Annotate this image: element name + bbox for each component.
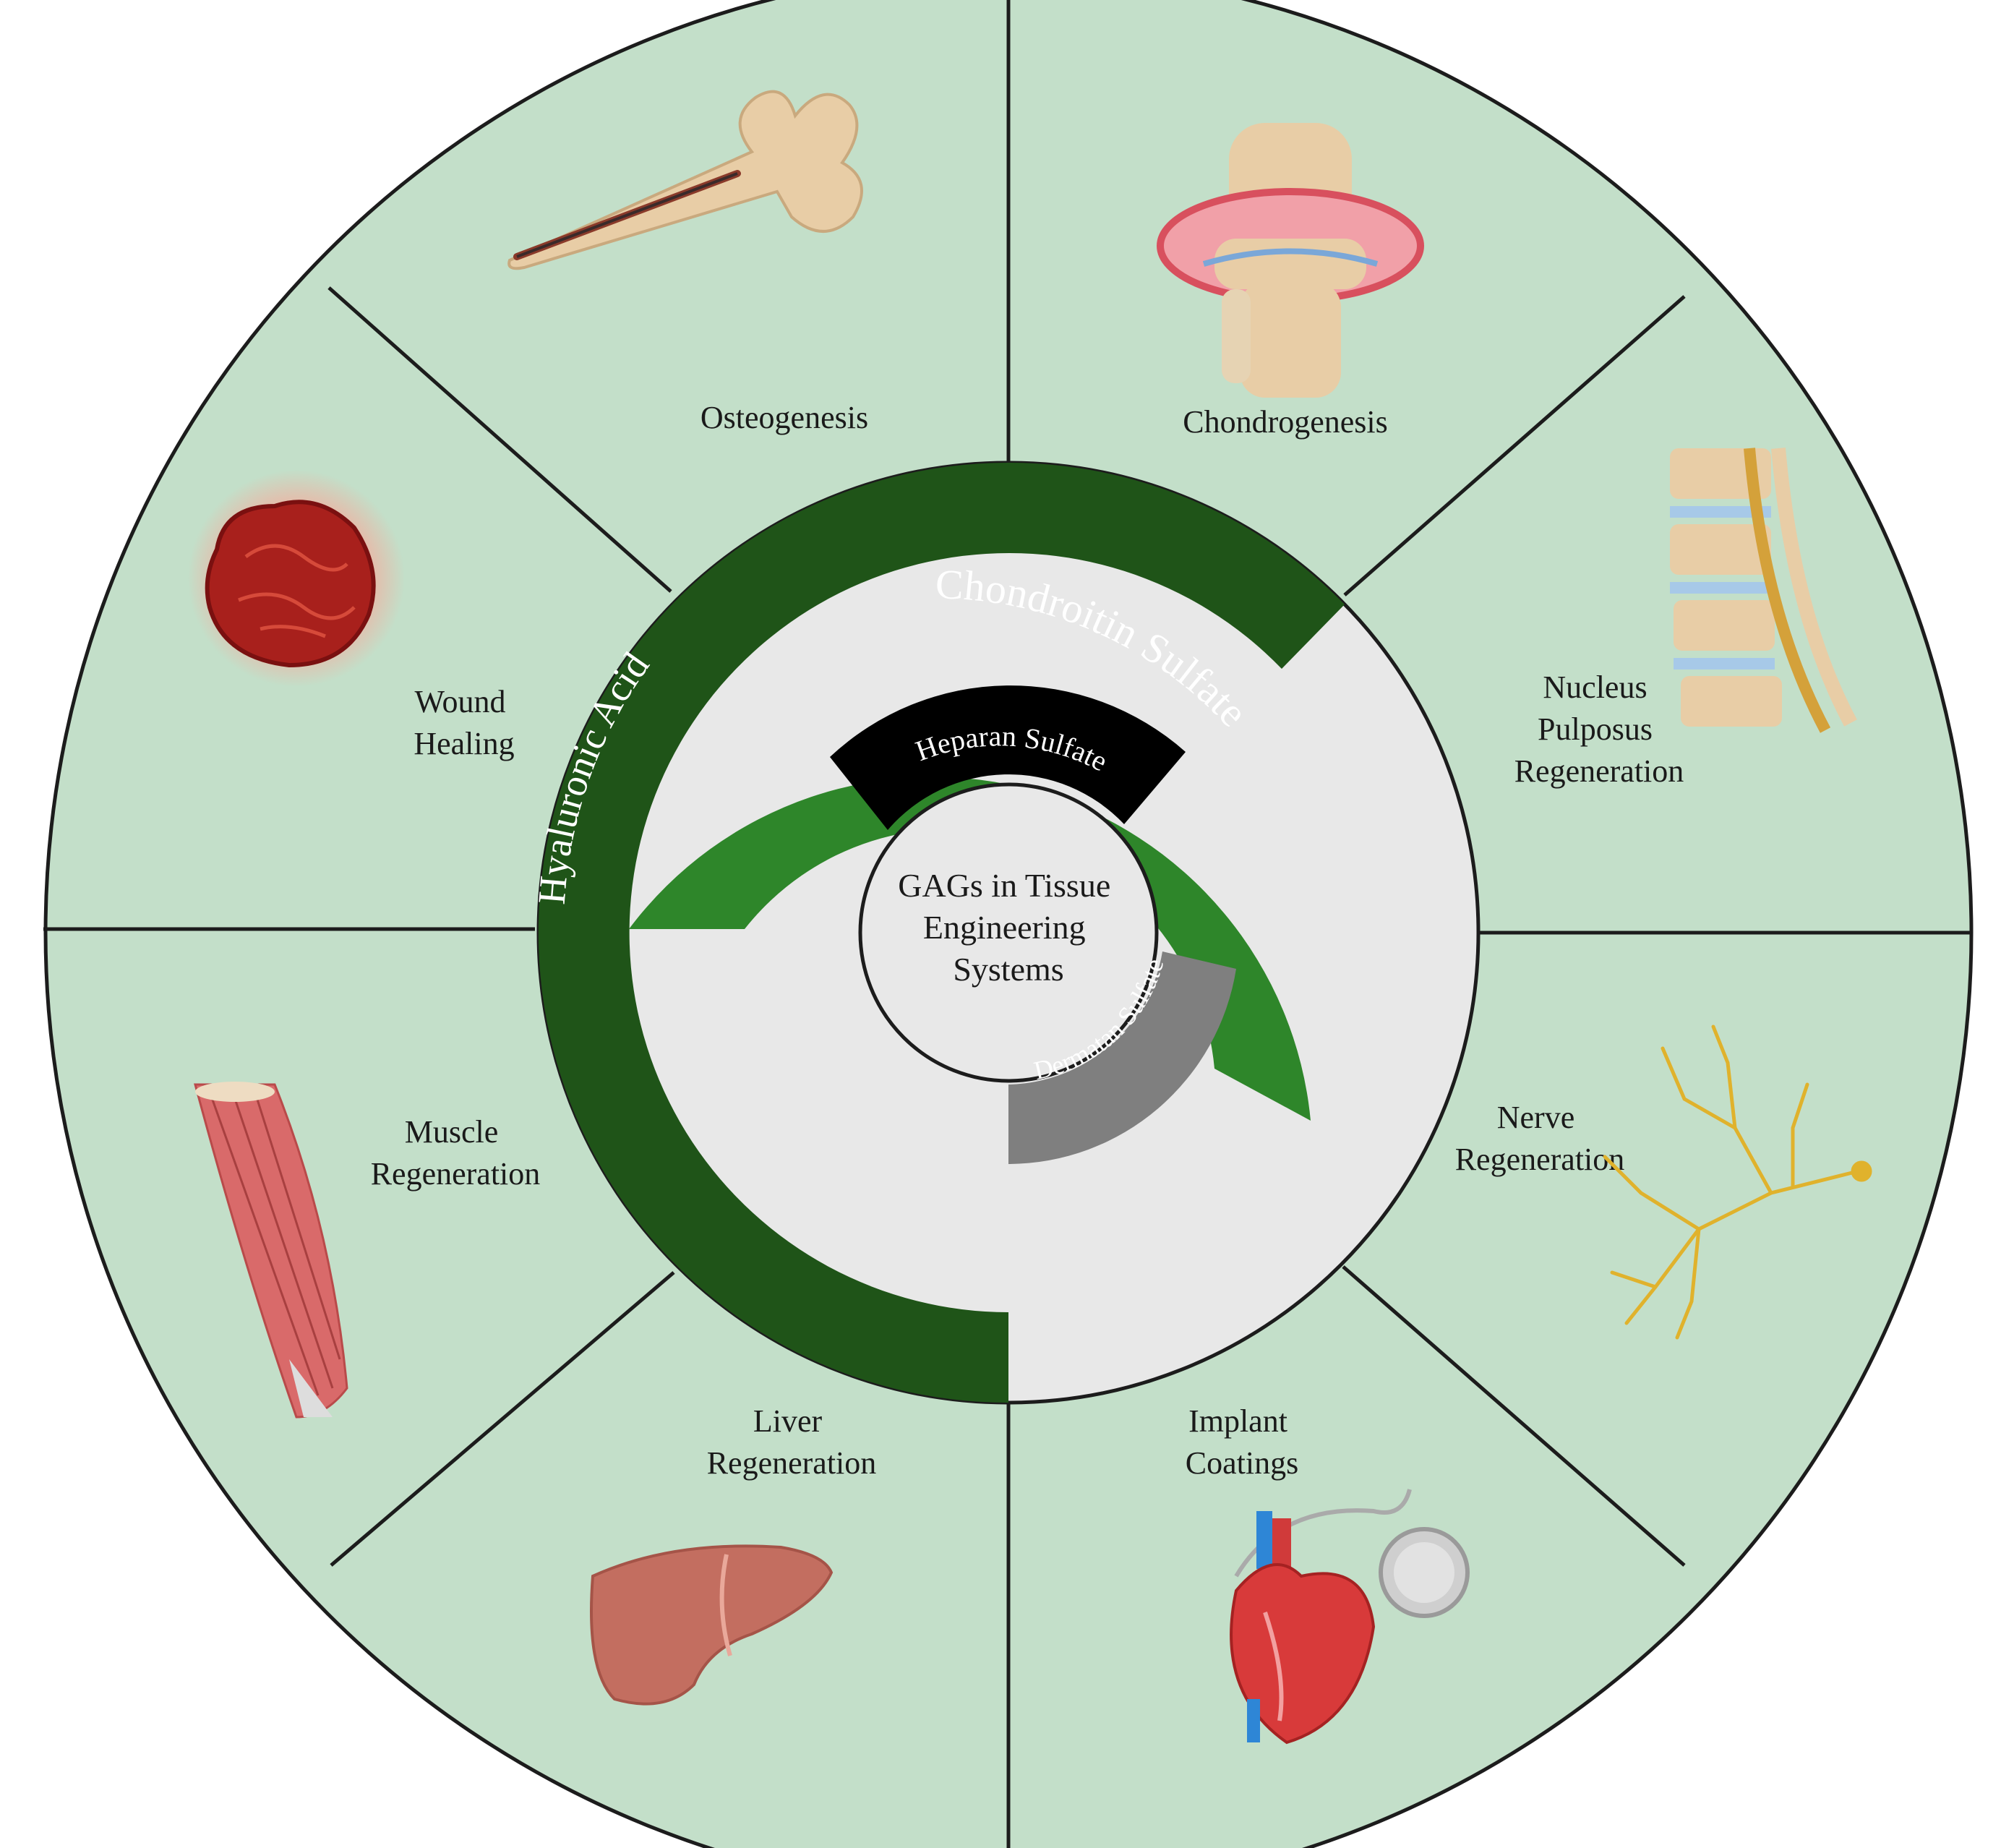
dermatan-sulfate-ring [1008, 951, 1236, 1164]
center-circle [858, 782, 1159, 1083]
wound-icon [188, 470, 405, 687]
sector-dividers [43, 0, 1970, 1848]
sector-label-liver: Liver Regeneration [707, 1403, 877, 1481]
center-title: GAGs in Tissue Engineering Systems [898, 867, 1119, 988]
nerve-icon [1603, 1024, 1872, 1340]
sector-label-osteogenesis: Osteogenesis [700, 400, 868, 435]
spine-icon [1670, 448, 1857, 733]
sector-label-chondrogenesis: Chondrogenesis [1183, 404, 1388, 440]
muscle-icon [194, 1082, 348, 1419]
bone-icon [507, 90, 863, 270]
liver-icon [590, 1544, 834, 1706]
sector-label-nerve: Nerve Regeneration [1455, 1100, 1625, 1177]
sector-label-muscle: Muscle Regeneration [371, 1114, 541, 1192]
sector-label-nucleus-pulposus: Nucleus Pulposus Regeneration [1514, 670, 1684, 789]
heparan-sulfate-ring [830, 685, 1186, 830]
heart-pacemaker-icon [1230, 1489, 1470, 1745]
sector-label-wound: Wound Healing [414, 684, 514, 761]
sector-label-implant: Implant Coatings [1186, 1403, 1298, 1481]
knee-joint-icon [1157, 123, 1424, 398]
hyaluronic-acid-ring [538, 462, 1345, 1403]
